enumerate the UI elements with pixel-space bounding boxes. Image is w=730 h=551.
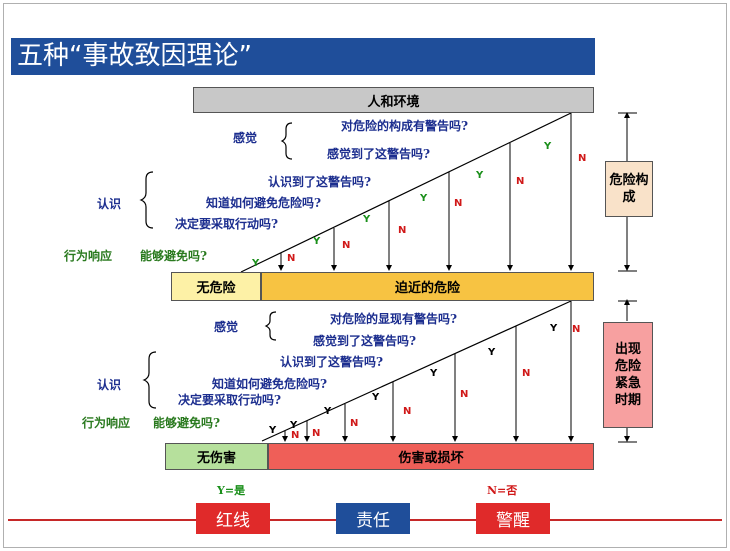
- question-bottom-3: 认识到了这警告吗?: [280, 355, 384, 369]
- response-label-top: 行为响应: [64, 249, 113, 263]
- responsibility-button[interactable]: 责任: [336, 503, 410, 534]
- cognition-label-bottom: 认识: [97, 378, 122, 392]
- no-mark: N: [403, 406, 412, 417]
- no-mark: N: [578, 153, 587, 164]
- title-bar: 五种“事故致因理论”: [11, 38, 595, 75]
- question-top-2: 感觉到了这警告吗?: [327, 147, 431, 161]
- perception-label-top: 感觉: [233, 131, 258, 145]
- question-top-3: 认识到了这警告吗?: [268, 175, 372, 189]
- response-label-bottom: 行为响应: [82, 416, 131, 430]
- perception-label-bottom: 感觉: [214, 320, 239, 334]
- yes-mark: Y: [313, 236, 321, 247]
- no-injury-box: 无伤害: [165, 443, 268, 470]
- injury-damage-box: 伤害或损坏: [268, 443, 594, 470]
- brace-cognition-top: [139, 171, 154, 229]
- no-mark: N: [460, 389, 469, 400]
- no-mark: N: [572, 324, 581, 335]
- question-bottom-1: 对危险的显现有警告吗?: [330, 312, 458, 326]
- question-bottom-5: 决定要采取行动吗?: [178, 393, 282, 407]
- imminent-danger-box: 迫近的危险: [261, 272, 594, 301]
- legend-yes: Y=是: [217, 484, 246, 497]
- question-bottom-2: 感觉到了这警告吗?: [313, 334, 417, 348]
- no-mark: N: [350, 418, 359, 429]
- yes-mark: Y: [430, 368, 438, 379]
- yes-mark: Y: [488, 347, 496, 358]
- no-mark: N: [454, 198, 463, 209]
- emergency-period-box: 出现危险紧急时期: [603, 322, 653, 428]
- question-top-5: 决定要采取行动吗?: [175, 217, 279, 231]
- yes-mark: Y: [363, 214, 371, 225]
- no-mark: N: [291, 430, 300, 441]
- no-mark: N: [398, 225, 407, 236]
- slide-frame: [3, 3, 727, 548]
- red-line-button[interactable]: 红线: [196, 503, 270, 534]
- no-mark: N: [522, 368, 531, 379]
- danger-formation-box: 危险构成: [605, 161, 653, 217]
- brace-cognition-bottom: [142, 351, 157, 409]
- no-mark: N: [287, 253, 296, 264]
- brace-perception-top: [280, 122, 293, 160]
- page-title: 五种“事故致因理论”: [17, 41, 252, 71]
- top-diagonal: [240, 112, 572, 273]
- alert-button[interactable]: 警醒: [476, 503, 550, 534]
- env-box: 人和环境: [193, 87, 594, 113]
- yes-mark: Y: [290, 420, 298, 431]
- brace-perception-bottom: [264, 311, 277, 341]
- question-bottom-6: 能够避免吗?: [153, 416, 221, 430]
- yes-mark: Y: [252, 258, 260, 269]
- emergency-period-label: 出现危险紧急时期: [614, 342, 641, 408]
- no-mark: N: [342, 240, 351, 251]
- no-mark: N: [312, 428, 321, 439]
- yes-mark: Y: [550, 323, 558, 334]
- no-danger-box: 无危险: [171, 272, 261, 301]
- question-top-4: 知道如何避免危险吗?: [206, 196, 322, 210]
- legend-no: N=否: [487, 484, 518, 497]
- yes-mark: Y: [476, 170, 484, 181]
- cognition-label-top: 认识: [97, 197, 122, 211]
- bottom-diagonal: [261, 300, 572, 442]
- yes-mark: Y: [269, 425, 277, 436]
- yes-mark: Y: [544, 141, 552, 152]
- question-top-6: 能够避免吗?: [140, 249, 208, 263]
- question-top-1: 对危险的构成有警告吗?: [341, 119, 469, 133]
- no-mark: N: [516, 176, 525, 187]
- question-bottom-4: 知道如何避免危险吗?: [212, 377, 328, 391]
- yes-mark: Y: [324, 406, 332, 417]
- yes-mark: Y: [420, 193, 428, 204]
- yes-mark: Y: [372, 392, 380, 403]
